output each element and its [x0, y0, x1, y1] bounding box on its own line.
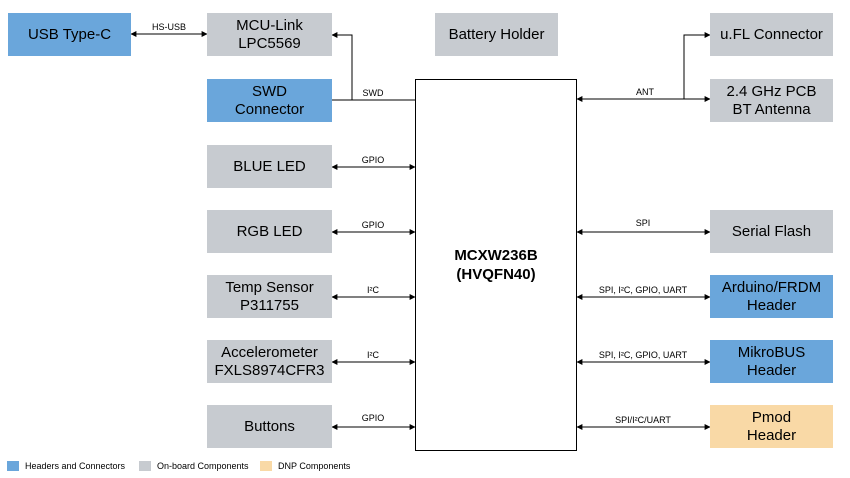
blue-led-block: BLUE LED [207, 145, 332, 188]
mcu-part-number: MCXW236B [454, 247, 538, 264]
swd-link-wire [331, 32, 415, 101]
legend-dnp: DNP Components [260, 461, 350, 471]
mikrobus-bus-label: SPI, I²C, GPIO, UART [598, 350, 688, 360]
legend-headers: Headers and Connectors [7, 461, 125, 471]
battery-holder-block: Battery Holder [435, 13, 558, 56]
temp-sensor-block: Temp Sensor P311755 [207, 275, 332, 318]
hs-usb-label: HS-USB [151, 22, 187, 32]
gpio-blue-label: GPIO [361, 155, 385, 165]
arduino-header-block: Arduino/FRDM Header [710, 275, 833, 318]
legend-swatch-dnp [260, 461, 272, 471]
legend-label-onboard: On-board Components [157, 461, 249, 471]
swd-connector-block: SWD Connector [207, 79, 332, 122]
ufl-connector-block: u.FL Connector [710, 13, 833, 56]
mikrobus-header-block: MikroBUS Header [710, 340, 833, 383]
mcu-link-block: MCU-Link LPC5569 [207, 13, 332, 56]
serial-flash-block: Serial Flash [710, 210, 833, 253]
pmod-bus-label: SPI/I²C/UART [615, 415, 671, 425]
legend-swatch-headers [7, 461, 19, 471]
mcu-package: (HVQFN40) [456, 266, 536, 283]
mcu-block: MCXW236B (HVQFN40) [415, 79, 577, 451]
legend-label-dnp: DNP Components [278, 461, 351, 471]
legend-label-headers: Headers and Connectors [25, 461, 126, 471]
usb-type-c-block: USB Type-C [8, 13, 131, 56]
rgb-led-block: RGB LED [207, 210, 332, 253]
i2c-temp-label: I²C [367, 285, 379, 295]
accelerometer-block: Accelerometer FXLS8974CFR3 [207, 340, 332, 383]
pcb-antenna-block: 2.4 GHz PCB BT Antenna [710, 79, 833, 122]
spi-flash-label: SPI [635, 218, 651, 228]
legend-onboard: On-board Components [139, 461, 249, 471]
pmod-header-block: Pmod Header [710, 405, 833, 448]
ufl-wire [683, 32, 711, 99]
gpio-buttons-label: GPIO [361, 413, 385, 423]
swd-label: SWD [362, 88, 384, 98]
buttons-block: Buttons [207, 405, 332, 448]
gpio-rgb-label: GPIO [361, 220, 385, 230]
i2c-accel-label: I²C [367, 350, 379, 360]
ant-label: ANT [636, 87, 654, 97]
legend-swatch-onboard [139, 461, 151, 471]
arduino-bus-label: SPI, I²C, GPIO, UART [598, 285, 688, 295]
